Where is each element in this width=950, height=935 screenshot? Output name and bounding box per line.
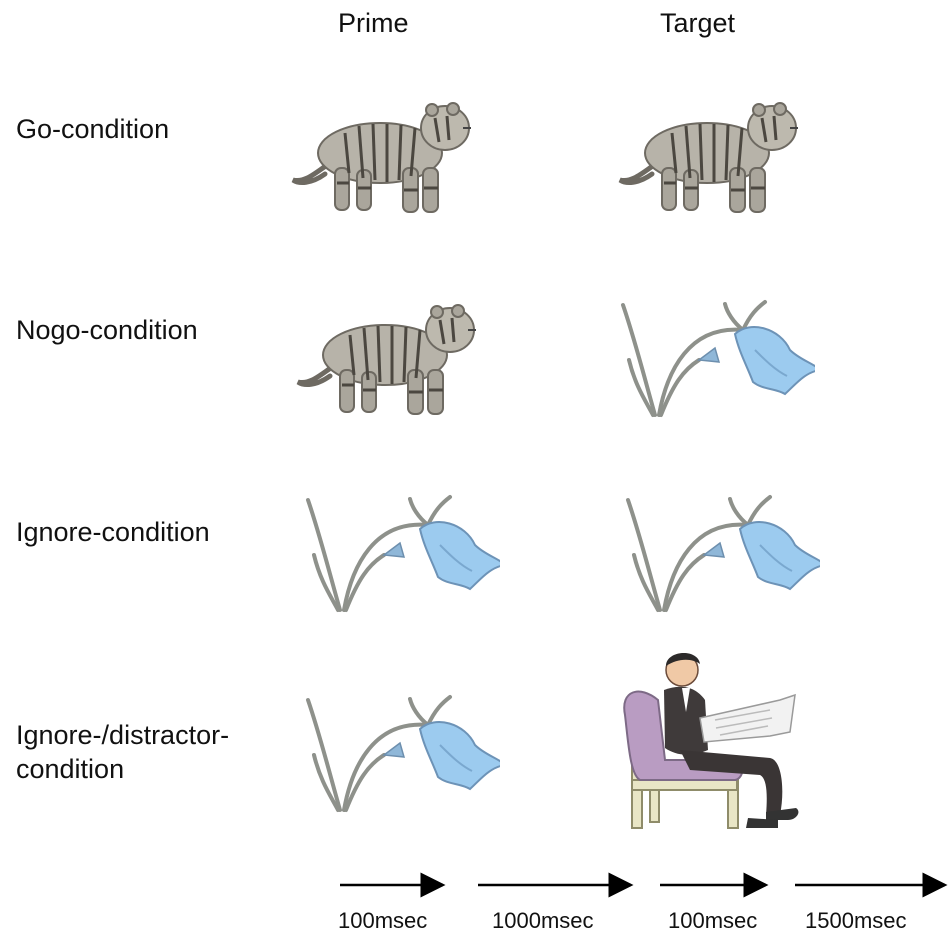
bellflower-icon xyxy=(300,685,500,815)
condition-label-go: Go-condition xyxy=(16,112,169,146)
tiger-icon xyxy=(285,88,485,218)
tiger-icon xyxy=(612,88,812,218)
condition-label-ignore-distractor: Ignore-/distractor- condition xyxy=(16,718,229,786)
condition-label-line2: condition xyxy=(16,752,229,786)
timeline-label-3: 100msec xyxy=(668,908,757,934)
timeline-label-1: 100msec xyxy=(338,908,427,934)
timeline-label-4: 1500msec xyxy=(805,908,907,934)
prime-header: Prime xyxy=(338,8,409,39)
bellflower-icon xyxy=(615,290,815,420)
seated-man-reading-icon xyxy=(620,640,820,840)
condition-label-nogo: Nogo-condition xyxy=(16,313,198,347)
condition-label-line1: Ignore-/distractor- xyxy=(16,718,229,752)
condition-label-ignore: Ignore-condition xyxy=(16,515,210,549)
bellflower-icon xyxy=(620,485,820,615)
tiger-icon xyxy=(290,290,490,420)
timeline-label-2: 1000msec xyxy=(492,908,594,934)
bellflower-icon xyxy=(300,485,500,615)
target-header: Target xyxy=(660,8,735,39)
